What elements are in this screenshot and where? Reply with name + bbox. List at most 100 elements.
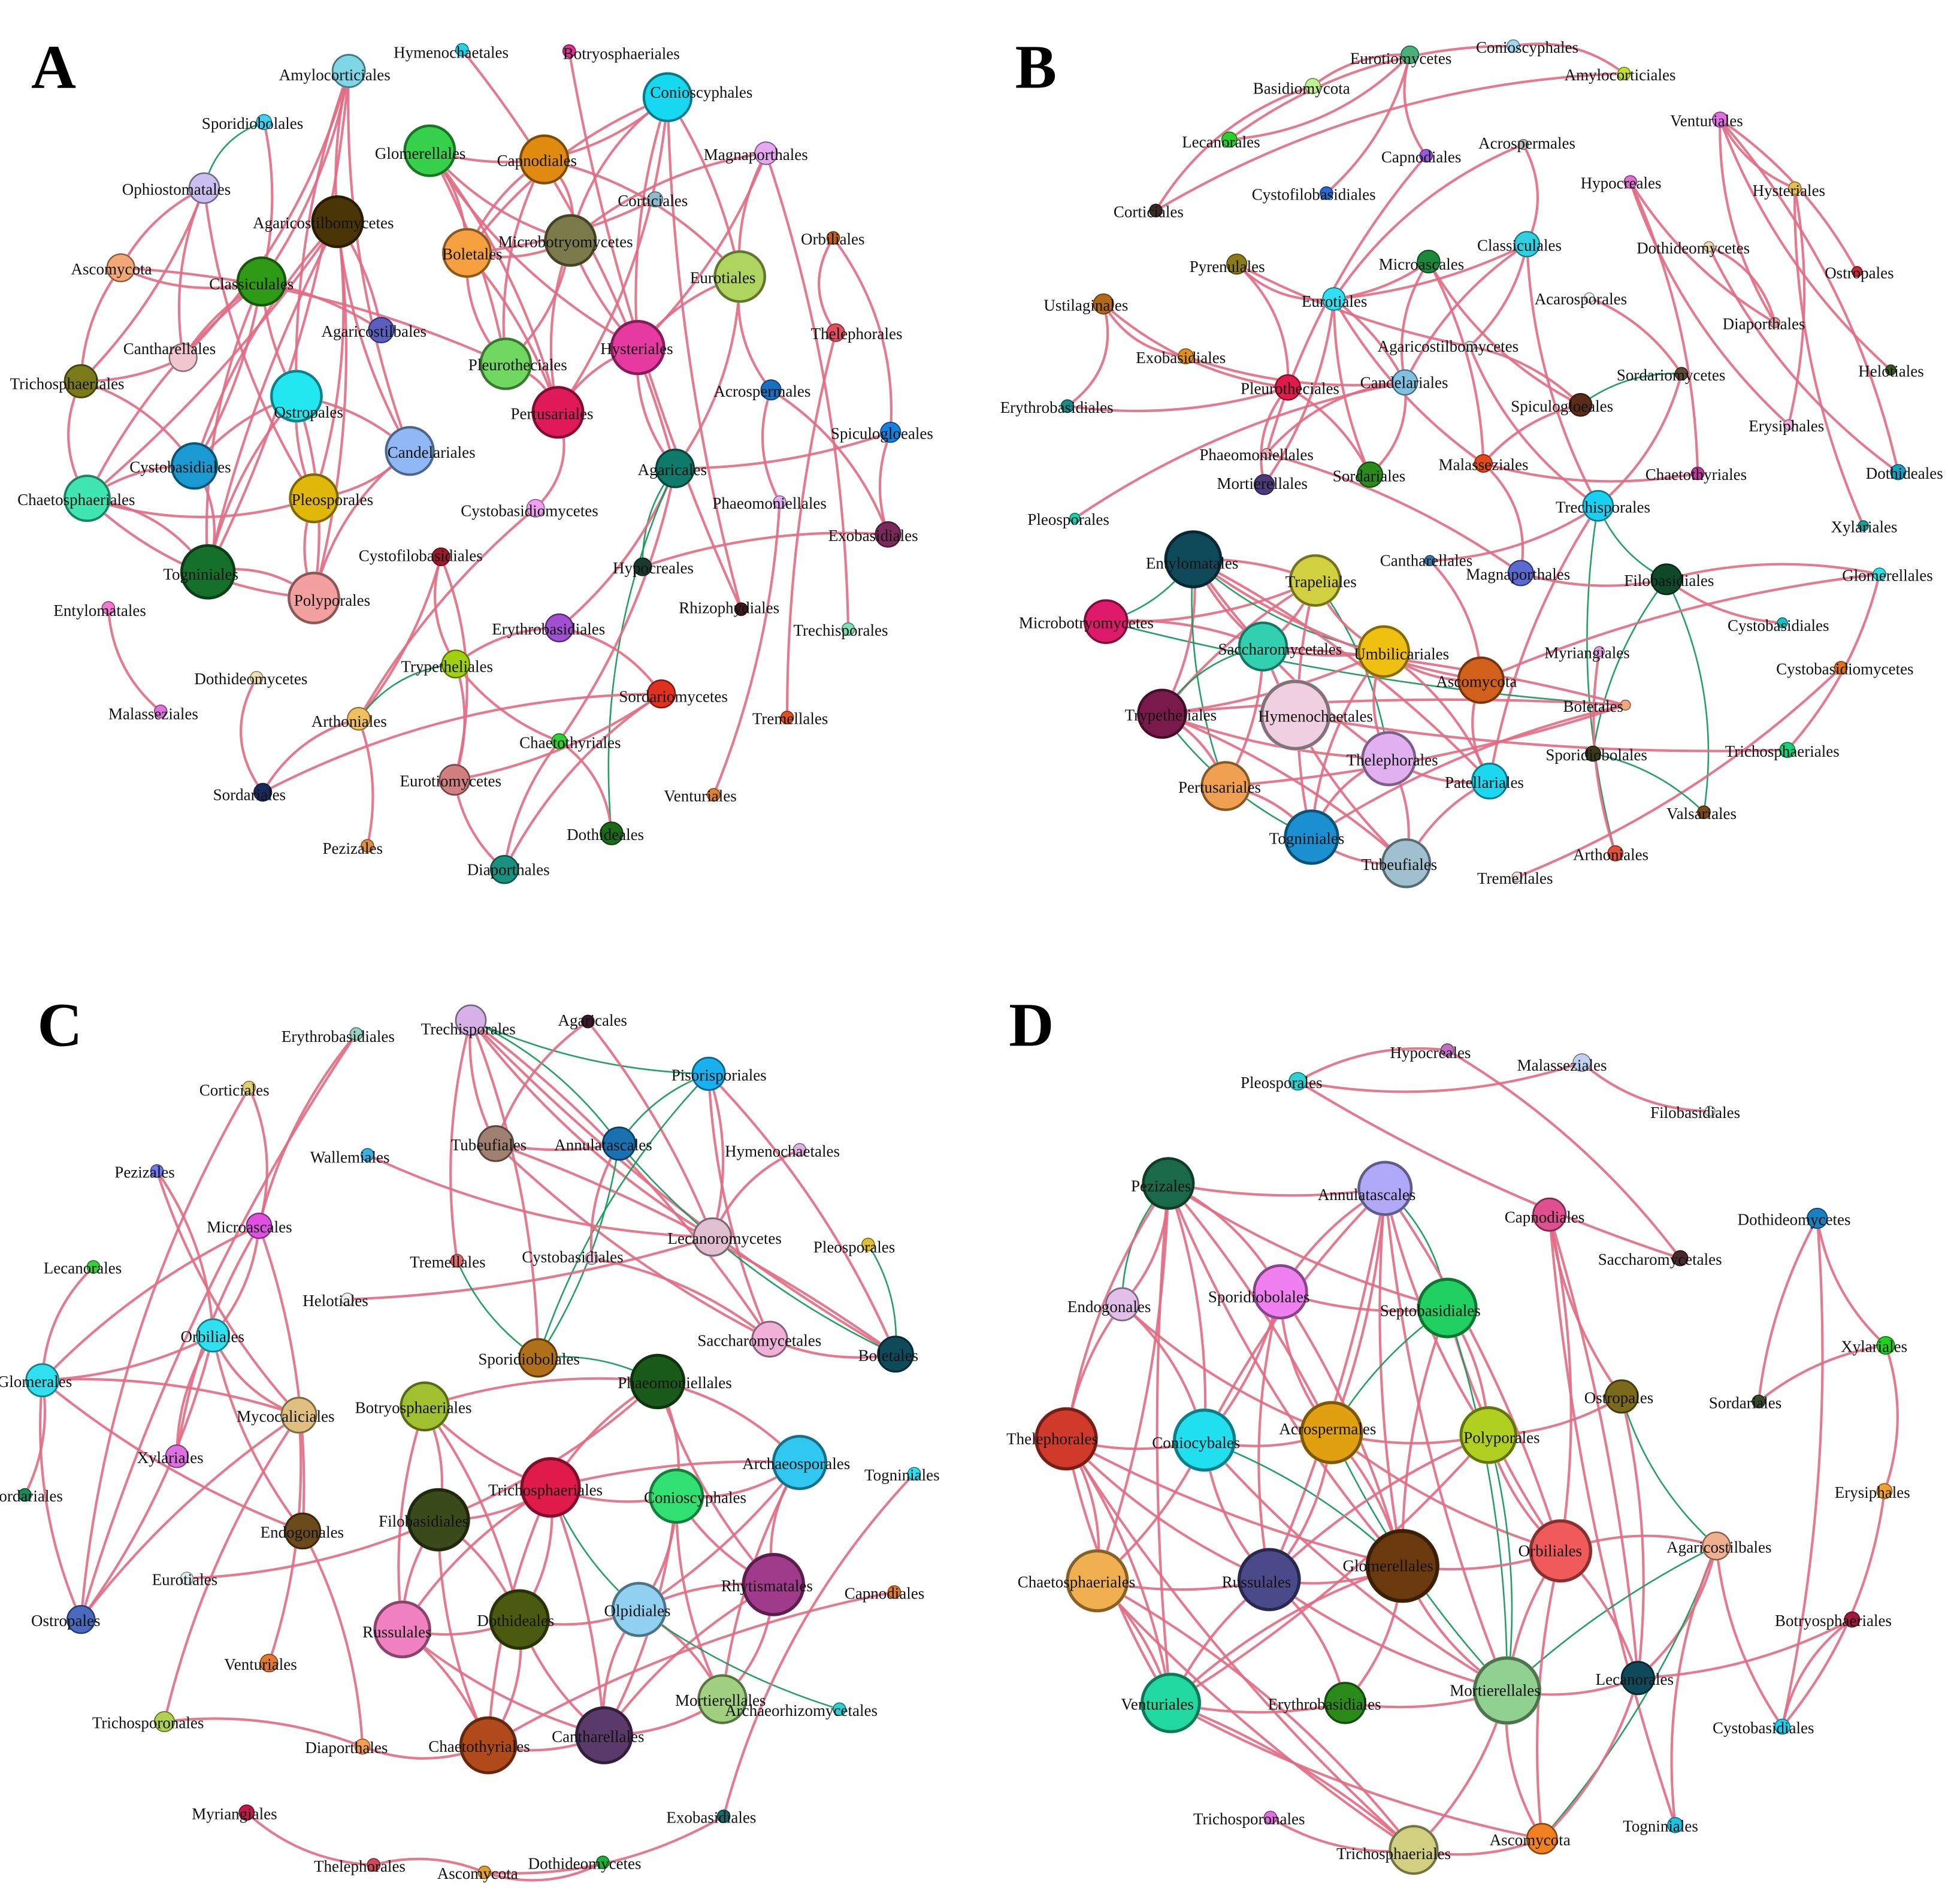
node-hypocreales[interactable]: Hypocreales xyxy=(1581,174,1662,192)
node-pleosporales[interactable]: Pleosporales xyxy=(1241,1072,1322,1092)
node-phaeomoniellales[interactable]: Phaeomoniellales xyxy=(712,494,826,512)
node-conioscyphales[interactable]: Conioscyphales xyxy=(1476,38,1578,56)
node-sordariales[interactable]: Sordariales xyxy=(0,1487,63,1505)
node-erythrobasidiales[interactable]: Erythrobasidiales xyxy=(282,1027,395,1045)
node-xylariales[interactable]: Xylariales xyxy=(1841,1336,1907,1356)
node-helotiales[interactable]: Helotiales xyxy=(1858,362,1923,380)
node-microbotryomycetes[interactable]: Microbotryomycetes xyxy=(498,214,633,267)
node-ostropales[interactable]: Ostropales xyxy=(31,1604,100,1634)
node-lecanorales[interactable]: Lecanorales xyxy=(1182,131,1260,151)
node-acrospermales[interactable]: Acrospermales xyxy=(713,379,810,401)
node-magnaporthales[interactable]: Magnaporthales xyxy=(1466,560,1570,587)
node-acrospermales[interactable]: Acrospermales xyxy=(1279,1401,1376,1465)
node-mycocaliciales[interactable]: Mycocaliciales xyxy=(237,1397,335,1434)
node-erysiphales[interactable]: Erysiphales xyxy=(1835,1483,1910,1501)
node-pleosporales[interactable]: Pleosporales xyxy=(813,1237,895,1256)
node-mortierellales[interactable]: Mortierellales xyxy=(675,1674,766,1724)
node-dothideales[interactable]: Dothideales xyxy=(477,1589,554,1650)
node-trapeliales[interactable]: Trapeliales xyxy=(1285,554,1357,608)
node-trechisporales[interactable]: Trechisporales xyxy=(421,1004,516,1038)
node-myriangiales[interactable]: Myriangiales xyxy=(192,1804,277,1823)
node-spiculogloeales[interactable]: Spiculogloeales xyxy=(831,421,933,443)
node-tremellales[interactable]: Tremellales xyxy=(1477,869,1553,887)
node-agaricales[interactable]: Agaricales xyxy=(638,448,707,488)
node-hymenochaetales[interactable]: Hymenochaetales xyxy=(725,1142,840,1160)
node-septobasidiales[interactable]: Septobasidiales xyxy=(1380,1277,1481,1338)
node-hymenochaetales[interactable]: Hymenochaetales xyxy=(1258,679,1373,751)
node-wallemiales[interactable]: Wallemiales xyxy=(310,1148,390,1166)
node-exobasidiales[interactable]: Exobasidiales xyxy=(1136,348,1226,367)
node-rhizophydiales[interactable]: Rhizophydiales xyxy=(679,599,779,617)
node-conioscyphales[interactable]: Conioscyphales xyxy=(644,1468,746,1524)
node-boletales[interactable]: Boletales xyxy=(441,228,503,278)
node-entylomatales[interactable]: Entylomatales xyxy=(1146,530,1238,589)
node-lecanoromycetes[interactable]: Lecanoromycetes xyxy=(668,1217,782,1257)
node-orbiliales[interactable]: Orbiliales xyxy=(801,230,864,248)
node-thelephorales[interactable]: Thelephorales xyxy=(1006,1407,1098,1471)
node-spiculogloeales[interactable]: Spiculogloeales xyxy=(1511,392,1613,417)
node-cantharellales[interactable]: Cantharellales xyxy=(1380,552,1472,570)
node-dothideomycetes[interactable]: Dothideomycetes xyxy=(194,670,307,688)
node-archaeosporales[interactable]: Archaeosporales xyxy=(742,1434,850,1491)
node-filobasidiales[interactable]: Filobasidiales xyxy=(1650,1104,1740,1122)
node-diaporthales[interactable]: Diaporthales xyxy=(1723,315,1805,333)
node-trypetheliales[interactable]: Trypetheliales xyxy=(1125,688,1217,739)
node-classiculales[interactable]: Classiculales xyxy=(1477,231,1562,258)
node-pleurotheciales[interactable]: Pleurotheciales xyxy=(468,337,567,391)
node-dothideomycetes[interactable]: Dothideomycetes xyxy=(528,1855,642,1873)
node-microascales[interactable]: Microascales xyxy=(1379,249,1464,274)
node-rhytismatales[interactable]: Rhytismatales xyxy=(721,1552,813,1616)
node-agaricales[interactable]: Agaricales xyxy=(558,1011,627,1029)
node-xylariales[interactable]: Xylariales xyxy=(137,1444,204,1468)
node-magnaporthales[interactable]: Magnaporthales xyxy=(704,141,808,165)
node-pleosporales[interactable]: Pleosporales xyxy=(1027,510,1109,528)
node-chaetothyriales[interactable]: Chaetothyriales xyxy=(428,1716,530,1775)
node-trichosphaeriales[interactable]: Trichosphaeriales xyxy=(10,364,125,398)
node-ostropales[interactable]: Ostropales xyxy=(1584,1379,1653,1414)
node-eurotiales[interactable]: Eurotiales xyxy=(1302,287,1367,311)
node-archaeorhizomycetales[interactable]: Archaeorhizomycetales xyxy=(725,1701,878,1719)
node-botryosphaeriales[interactable]: Botryosphaeriales xyxy=(355,1381,472,1432)
node-glomerellales[interactable]: Glomerellales xyxy=(1842,567,1932,585)
node-trichosporonales[interactable]: Trichosporonales xyxy=(1193,1810,1305,1828)
node-trechisporales[interactable]: Trechisporales xyxy=(794,621,888,639)
node-myriangiales[interactable]: Myriangiales xyxy=(1544,644,1629,662)
node-entylomatales[interactable]: Entylomatales xyxy=(53,601,146,619)
node-saccharomycetales[interactable]: Saccharomycetales xyxy=(697,1320,821,1358)
node-tremellales[interactable]: Tremellales xyxy=(752,710,828,728)
node-valsariales[interactable]: Valsariales xyxy=(1666,805,1737,823)
node-sporidiobolales[interactable]: Sporidiobolales xyxy=(478,1338,580,1378)
node-cystobasidiales[interactable]: Cystobasidiales xyxy=(1713,1718,1814,1737)
node-boletales[interactable]: Boletales xyxy=(1563,697,1631,715)
node-cystofilobasidiales[interactable]: Cystofilobasidiales xyxy=(359,546,483,567)
node-boletales[interactable]: Boletales xyxy=(858,1335,918,1373)
node-endogonales[interactable]: Endogonales xyxy=(1067,1287,1151,1322)
node-thelephorales[interactable]: Thelephorales xyxy=(811,323,903,343)
node-pezizales[interactable]: Pezizales xyxy=(323,839,383,857)
node-acarosporales[interactable]: Acarosporales xyxy=(1535,290,1627,308)
node-filobasidiales[interactable]: Filobasidiales xyxy=(1624,563,1714,596)
node-acrospermales[interactable]: Acrospermales xyxy=(1478,134,1575,152)
node-botryosphaeriales[interactable]: Botryosphaeriales xyxy=(1775,1611,1892,1630)
node-coniocybales[interactable]: Coniocybales xyxy=(1152,1408,1240,1472)
node-togniniales[interactable]: Togniniales xyxy=(864,1466,940,1484)
node-glomerellales[interactable]: Glomerellales xyxy=(1343,1529,1440,1603)
node-ascomycota[interactable]: Ascomycota xyxy=(437,1864,518,1882)
node-togniniales[interactable]: Togniniales xyxy=(1269,809,1345,865)
node-tubeufiales[interactable]: Tubeufiales xyxy=(451,1125,527,1162)
node-classiculales[interactable]: Classiculales xyxy=(209,256,294,307)
node-pleosporales[interactable]: Pleosporales xyxy=(289,473,374,524)
node-glomerales[interactable]: Glomerales xyxy=(0,1363,72,1398)
node-lecanorales[interactable]: Lecanorales xyxy=(44,1259,122,1277)
node-orbiliales[interactable]: Orbiliales xyxy=(181,1318,244,1353)
node-agaricostilbomycetes[interactable]: Agaricostilbomycetes xyxy=(1378,337,1519,355)
node-diaporthales[interactable]: Diaporthales xyxy=(467,855,550,884)
node-dothideales[interactable]: Dothideales xyxy=(1866,464,1943,482)
node-sordariomycetes[interactable]: Sordariomycetes xyxy=(619,679,728,709)
node-togniniales[interactable]: Togniniales xyxy=(1623,1817,1698,1835)
node-capnodiales[interactable]: Capnodiales xyxy=(1381,148,1461,166)
node-phaeomoniellales[interactable]: Phaeomoniellales xyxy=(1199,446,1313,464)
node-pisorisporiales[interactable]: Pisorisporiales xyxy=(671,1056,767,1091)
node-basidiomycota[interactable]: Basidiomycota xyxy=(1253,78,1350,98)
node-trichosphaeriales[interactable]: Trichosphaeriales xyxy=(1725,742,1840,760)
